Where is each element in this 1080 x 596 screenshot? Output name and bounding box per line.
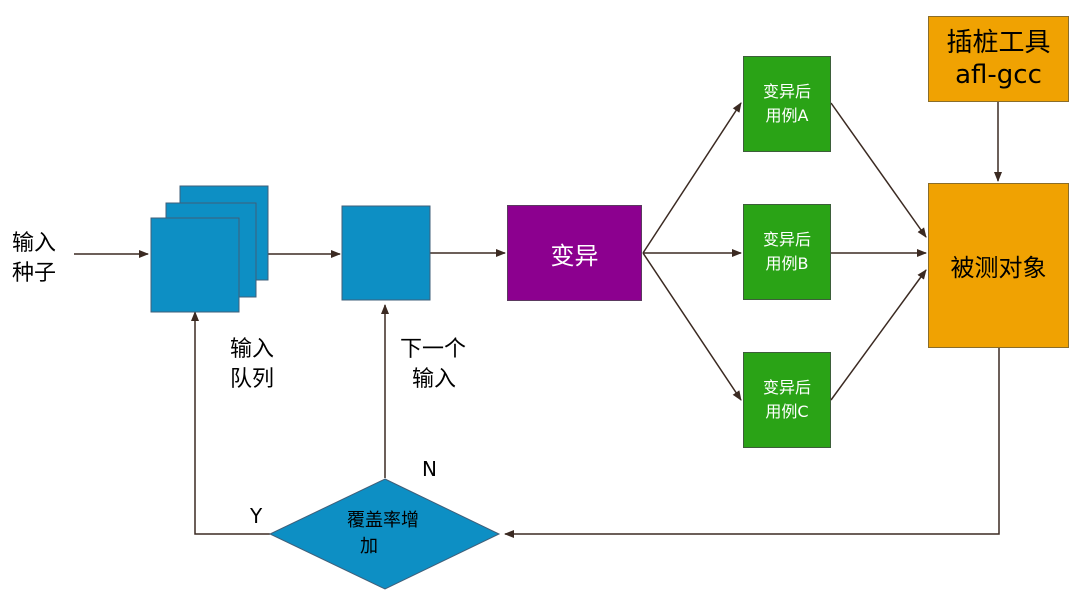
- instrument-tool-label-line1: 插桩工具: [946, 28, 1051, 58]
- edge-case-a-to-target: [830, 102, 927, 238]
- branch-no-label: N: [422, 457, 437, 481]
- target-node: 被测对象: [928, 183, 1069, 348]
- instrument-tool-label-line2: afl-gcc: [955, 60, 1042, 90]
- case-c-label-line2: 用例C: [765, 402, 809, 421]
- case-b-node: 变异后 用例B: [743, 204, 831, 300]
- edge-mutate-to-case-c: [642, 252, 742, 401]
- edge-mutate-to-case-a: [642, 102, 742, 254]
- next-input-label: 下一个 输入: [400, 337, 467, 392]
- edge-coverage-yes-to-queue: [191, 311, 270, 535]
- case-a-label-line1: 变异后: [762, 82, 811, 101]
- edge-target-to-coverage: [504, 348, 1000, 538]
- coverage-check-label: 覆盖率增 加: [347, 510, 419, 557]
- case-a-label-line2: 用例A: [765, 106, 809, 125]
- case-a-node: 变异后 用例A: [743, 56, 831, 152]
- coverage-check-diamond: [268, 478, 501, 590]
- case-c-node: 变异后 用例C: [743, 352, 831, 448]
- case-c-label-line1: 变异后: [762, 378, 811, 397]
- case-b-label-line2: 用例B: [765, 254, 809, 273]
- branch-yes-label: Y: [250, 504, 263, 528]
- input-queue-label: 输入 队列: [230, 337, 275, 392]
- next-input-box: [341, 205, 431, 301]
- case-b-label-line1: 变异后: [762, 230, 811, 249]
- queue-card-front: [150, 217, 240, 313]
- edge-case-c-to-target: [830, 269, 927, 401]
- target-node-label: 被测对象: [950, 254, 1047, 282]
- mutate-node: 变异: [507, 205, 642, 301]
- instrument-tool-node: 插桩工具 afl-gcc: [928, 16, 1069, 102]
- input-seed-label: 输入 种子: [12, 231, 57, 286]
- mutate-node-label: 变异: [550, 241, 599, 270]
